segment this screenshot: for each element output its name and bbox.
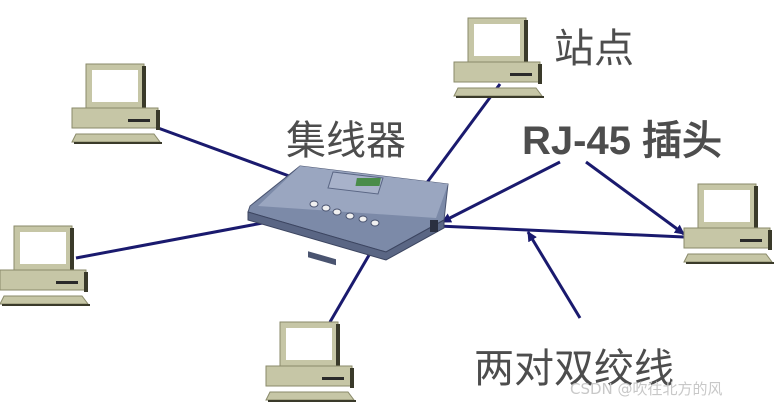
- cable-bottom: [328, 249, 374, 323]
- station-bottom: [265, 321, 357, 403]
- rj45-label: RJ-45 插头: [522, 119, 723, 163]
- hub-device: [247, 165, 449, 266]
- station-label: 站点: [554, 26, 634, 72]
- twisted-pair-arrow: [526, 231, 582, 319]
- station-top-left: [71, 63, 163, 145]
- cable-top-left: [157, 126, 301, 182]
- annotation-arrows: [441, 160, 685, 319]
- twisted-pair-label: 两对双绞线: [474, 346, 674, 392]
- cables: [75, 83, 685, 323]
- cable-top-center: [418, 83, 502, 193]
- hub-label: 集线器: [286, 118, 406, 164]
- cable-right: [437, 224, 685, 239]
- rj45-arrow-right: [585, 160, 685, 236]
- station-left: [0, 225, 91, 307]
- rj45-arrow-left: [441, 160, 561, 224]
- watermark: CSDN @吹往北方的风: [570, 380, 723, 398]
- cable-left: [75, 220, 269, 260]
- station-right: [683, 183, 775, 265]
